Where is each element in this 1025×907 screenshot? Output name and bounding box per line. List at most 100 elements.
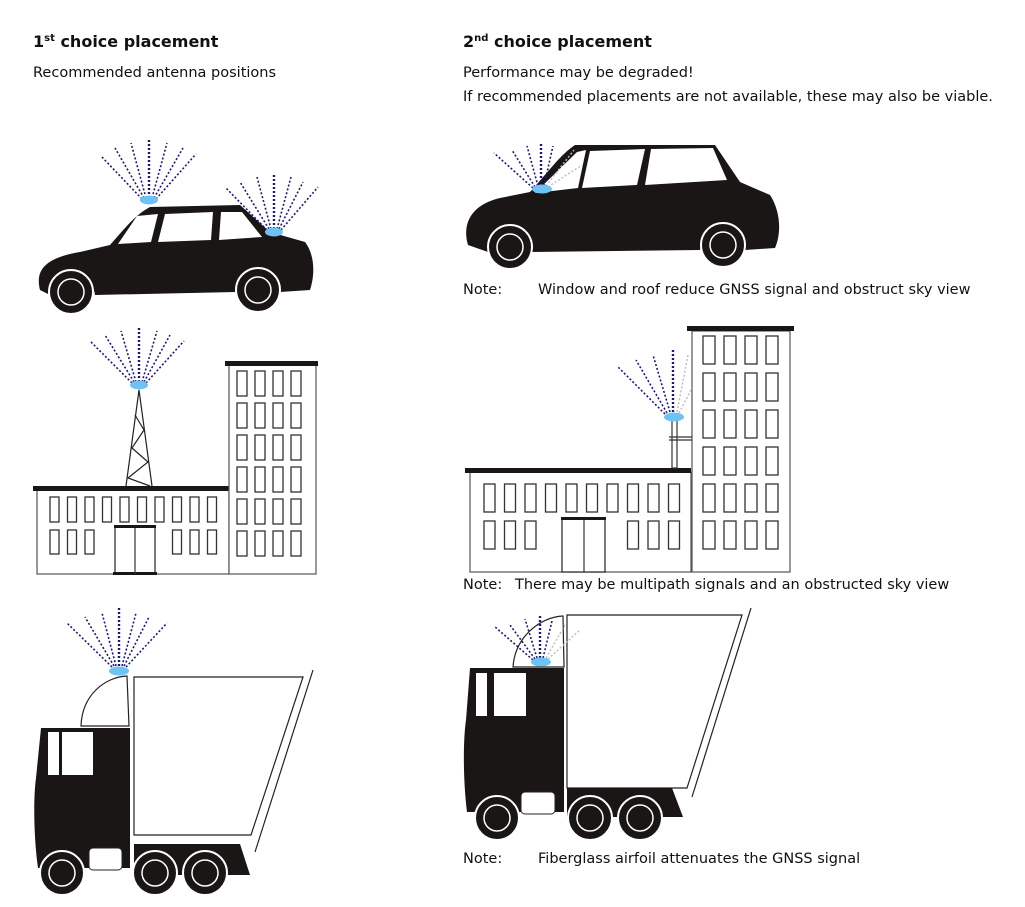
window <box>765 520 779 550</box>
window <box>171 496 183 523</box>
window <box>765 483 779 513</box>
second-choice-description: If recommended placements are not availa… <box>463 89 993 105</box>
window <box>49 496 60 523</box>
window <box>723 409 737 439</box>
window <box>66 529 78 555</box>
window <box>723 520 737 550</box>
truck-wheel <box>182 850 228 896</box>
antenna-icon <box>109 666 129 676</box>
tower <box>125 389 153 487</box>
first-choice-heading: 1st choice placement <box>33 32 218 51</box>
window <box>272 434 284 461</box>
window <box>702 520 716 550</box>
signal-rays <box>89 326 185 384</box>
window <box>667 520 681 550</box>
window <box>119 496 130 523</box>
window <box>254 498 266 525</box>
window <box>236 402 248 429</box>
window <box>702 483 716 513</box>
window <box>524 483 537 513</box>
window <box>744 335 758 365</box>
window <box>765 409 779 439</box>
window <box>272 530 284 557</box>
window <box>254 370 266 397</box>
car-window-front <box>118 214 158 244</box>
note-car: Note:Window and roof reduce GNSS signal … <box>463 282 970 298</box>
window <box>272 498 284 525</box>
window <box>290 530 302 557</box>
window <box>272 402 284 429</box>
window <box>84 496 95 523</box>
heading-label: choice placement <box>54 32 219 51</box>
signal-rays <box>617 350 675 415</box>
car-dashboard-antenna-illustration <box>466 143 780 270</box>
window <box>626 483 640 513</box>
truck-cab-roof-antenna-illustration <box>34 608 314 896</box>
window <box>206 529 218 555</box>
window <box>171 529 183 555</box>
antenna-icon <box>664 412 684 422</box>
truck-wheel <box>617 795 663 841</box>
window <box>236 530 248 557</box>
note-label: Note: <box>463 577 503 593</box>
car-window-rear <box>219 212 262 240</box>
window <box>626 520 640 550</box>
window <box>272 370 284 397</box>
window <box>702 446 716 476</box>
note-label: Note: <box>463 851 503 867</box>
window <box>544 483 558 513</box>
blocked-rays <box>545 624 581 660</box>
window <box>189 529 200 555</box>
antenna-icon <box>531 657 551 667</box>
truck-cab <box>463 668 564 812</box>
truck-airfoil-antenna-illustration <box>463 607 752 841</box>
window <box>647 483 660 513</box>
car-wheel-front <box>487 224 533 270</box>
note-truck: Note: Fiberglass airfoil attenuates the G… <box>463 851 860 867</box>
antenna-icon <box>130 380 148 390</box>
heading-number: 1 <box>33 32 45 51</box>
window <box>702 372 716 402</box>
second-choice-heading: 2nd choice placement <box>463 32 652 51</box>
window <box>723 335 737 365</box>
car-window-rear <box>645 148 727 185</box>
window <box>206 496 218 523</box>
antenna-icon <box>532 184 552 194</box>
window <box>744 409 758 439</box>
window <box>503 520 517 550</box>
truck-wheel <box>39 850 85 896</box>
window <box>503 483 517 513</box>
trailer <box>133 676 304 836</box>
window <box>290 402 302 429</box>
window <box>272 466 284 493</box>
window <box>49 529 60 555</box>
window <box>236 466 248 493</box>
heading-number: 2 <box>463 32 475 51</box>
window <box>723 372 737 402</box>
antenna-icon <box>140 195 158 205</box>
airfoil <box>80 675 130 727</box>
window <box>189 496 200 523</box>
signal-rays <box>224 173 319 231</box>
window <box>702 409 716 439</box>
window <box>744 483 758 513</box>
trailer <box>566 614 743 789</box>
window <box>585 483 599 513</box>
antenna-icon <box>265 227 283 237</box>
window <box>84 529 95 555</box>
window <box>723 446 737 476</box>
car-window-mid <box>582 149 645 188</box>
window <box>290 434 302 461</box>
blocked-rays <box>676 354 693 414</box>
truck-wheel <box>132 850 178 896</box>
window <box>236 434 248 461</box>
window <box>702 335 716 365</box>
window <box>667 483 681 513</box>
signal-rays <box>66 608 168 668</box>
window <box>765 335 779 365</box>
windows <box>49 370 302 557</box>
note-text: Window and roof reduce GNSS signal and o… <box>538 282 971 298</box>
building-wall-antenna-illustration <box>465 326 794 573</box>
note-text: Fiberglass airfoil attenuates the GNSS s… <box>538 851 861 867</box>
